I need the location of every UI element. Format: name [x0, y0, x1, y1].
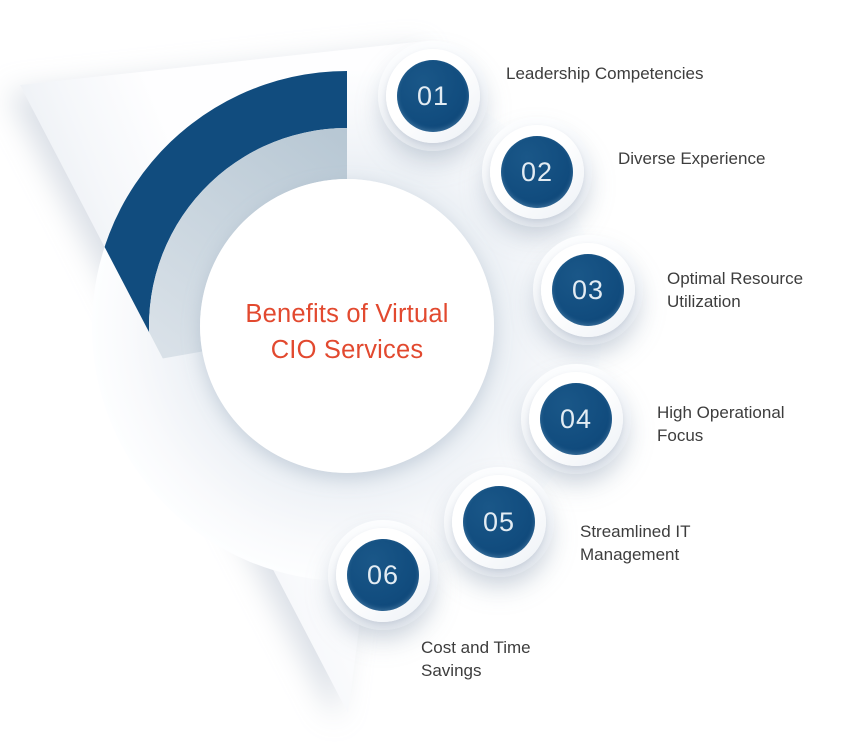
- chart-title-line-1: Benefits of Virtual: [245, 300, 449, 328]
- step-number-badge: 06: [347, 539, 419, 611]
- step-node-04: 04: [521, 364, 631, 474]
- chart-title-line-2: CIO Services: [270, 336, 424, 364]
- step-number-badge: 05: [463, 486, 535, 558]
- step-node-01: 01: [378, 41, 488, 151]
- step-number-badge: 01: [397, 60, 469, 132]
- step-number-badge: 04: [540, 383, 612, 455]
- step-label-06: Cost and Time Savings: [421, 638, 531, 680]
- step-number-badge: 03: [552, 254, 624, 326]
- donut-arc-light: [148, 128, 347, 361]
- donut-center-circle: [200, 179, 494, 473]
- step-label-05: Streamlined IT Management: [580, 522, 691, 564]
- chart-title: Benefits of Virtual CIO Services: [197, 296, 497, 368]
- step-number: 05: [482, 506, 516, 537]
- step-node-02: 02: [482, 117, 592, 227]
- step-label-01: Leadership Competencies: [506, 64, 704, 83]
- step-number: 03: [571, 274, 605, 305]
- step-node-06: 06: [328, 520, 438, 630]
- step-number: 04: [559, 403, 593, 434]
- step-label-02: Diverse Experience: [618, 149, 766, 168]
- step-number-badge: 02: [501, 136, 573, 208]
- step-label-03: Optimal Resource Utilization: [667, 269, 804, 311]
- step-node-03: 03: [533, 235, 643, 345]
- step-label-04: High Operational Focus: [657, 403, 785, 445]
- step-node-05: 05: [444, 467, 554, 577]
- step-number: 06: [366, 559, 400, 590]
- step-number: 02: [520, 156, 554, 187]
- step-number: 01: [416, 80, 450, 111]
